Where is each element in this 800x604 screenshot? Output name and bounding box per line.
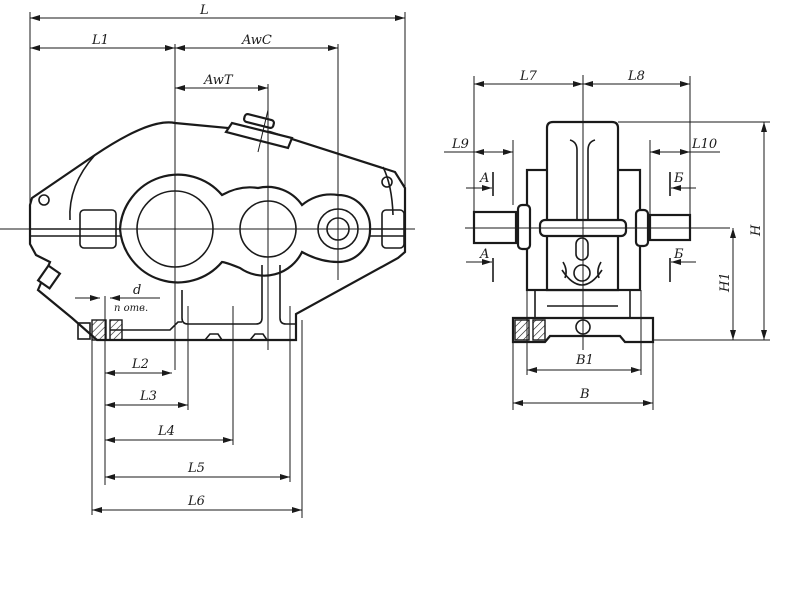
lifting-hole-right (381, 176, 393, 188)
drain-plug (36, 264, 62, 290)
dim-L5: L5 (187, 461, 205, 476)
inspection-cover (224, 121, 294, 150)
dim-L8: L8 (627, 69, 645, 84)
side-view: L7 L8 L9 L10 A A Б Б H H1 B1 B (444, 69, 770, 410)
dim-d: d (133, 283, 141, 298)
dim-L1: L1 (91, 33, 109, 48)
dim-L10: L10 (691, 137, 717, 152)
holes-count-label: n отв. (114, 303, 148, 314)
dim-B: B (579, 387, 590, 402)
bolt-head (77, 322, 91, 340)
lifting-hole-left (38, 194, 50, 206)
dim-H1: H1 (718, 272, 733, 293)
dim-AwT: AwT (203, 73, 234, 88)
dim-L4: L4 (157, 424, 175, 439)
dim-L9: L9 (451, 137, 469, 152)
dim-AwC: AwC (241, 33, 272, 48)
dim-L6: L6 (187, 494, 205, 509)
front-view: L L1 AwC AwT d n отв. L2 L3 L4 L5 L6 (0, 3, 415, 518)
section-B-top: Б (673, 171, 684, 186)
section-B-bottom: Б (673, 247, 684, 262)
dim-L2: L2 (131, 357, 149, 372)
section-A-top: A (479, 171, 489, 186)
dim-B1: B1 (575, 353, 594, 368)
dim-L7: L7 (519, 69, 538, 84)
dim-L3: L3 (139, 389, 157, 404)
foot-section-hatch (91, 319, 107, 341)
dim-H: H (749, 224, 764, 237)
dim-L: L (199, 3, 209, 18)
section-A-bottom: A (479, 247, 489, 262)
